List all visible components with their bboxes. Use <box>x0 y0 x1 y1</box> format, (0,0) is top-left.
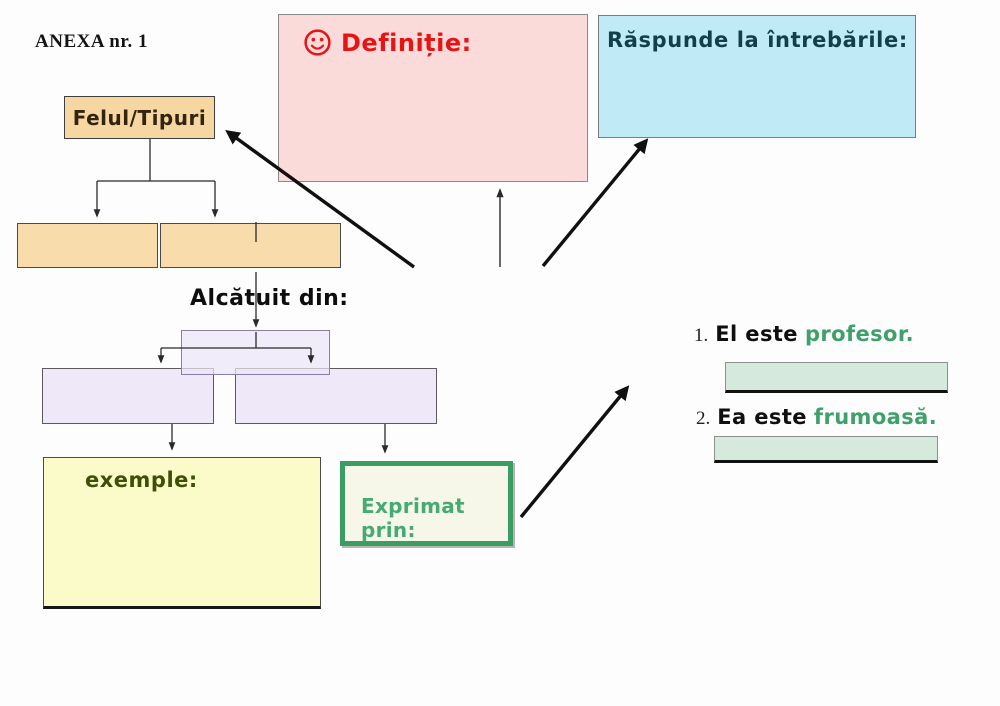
composition-answer-box-left[interactable] <box>42 368 214 424</box>
smiley-face-icon <box>303 28 332 57</box>
types-answer-box-1[interactable] <box>17 223 158 268</box>
composition-answer-box-right[interactable] <box>235 368 437 424</box>
questions-box[interactable] <box>598 15 916 138</box>
examples-box[interactable]: exemple: <box>43 457 321 609</box>
sentence-2-highlight: frumoasă. <box>813 405 938 429</box>
examples-label: exemple: <box>85 468 198 492</box>
answer-strip-1[interactable] <box>725 362 948 393</box>
expressed-by-label: Exprimat prin: <box>361 494 465 542</box>
definition-header: Definiție: <box>303 28 472 57</box>
types-label: Felul/Tipuri <box>72 105 207 130</box>
definition-label: Definiție: <box>341 28 472 57</box>
sentence-2-text: Ea este <box>717 405 807 429</box>
answer-strip-2[interactable] <box>714 436 938 463</box>
sentence-1-number: 1. <box>694 325 709 346</box>
annex-title: ANEXA nr. 1 <box>35 31 149 52</box>
example-sentence-1: 1. El este profesor. <box>694 322 914 347</box>
questions-label: Răspunde la întrebările: <box>607 28 908 52</box>
types-answer-box-2[interactable] <box>160 223 341 268</box>
types-box: Felul/Tipuri <box>64 96 215 139</box>
expressed-by-box[interactable]: Exprimat prin: <box>340 461 513 546</box>
arrow-to-example-sentences <box>519 385 630 519</box>
composition-label: Alcătuit din: <box>190 286 349 311</box>
sentence-2-number: 2. <box>696 408 711 429</box>
sentence-1-highlight: profesor. <box>804 322 914 346</box>
sentence-1-text: El este <box>715 322 798 346</box>
composition-answer-box-middle[interactable] <box>181 330 330 375</box>
example-sentence-2: 2. Ea este frumoasă. <box>696 405 937 430</box>
